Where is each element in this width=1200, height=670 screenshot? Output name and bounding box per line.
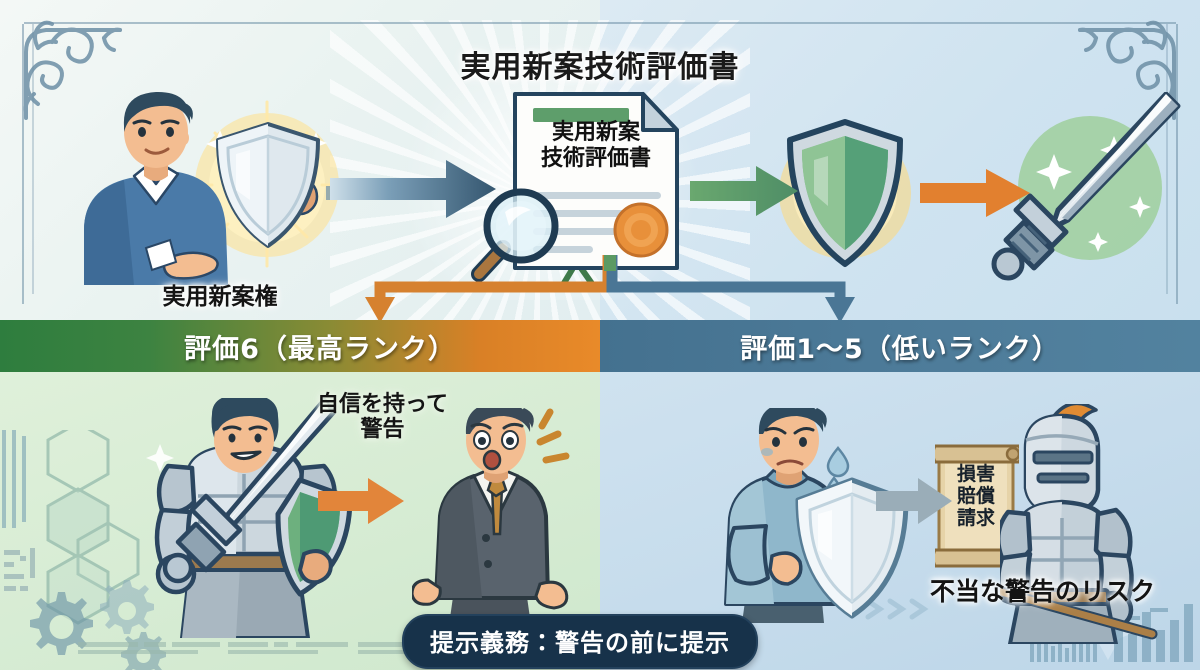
corner-flourish-icon [8, 6, 128, 126]
confident-warning-label: 自信を持って 警告 [295, 392, 470, 443]
gray-arrow-icon [876, 478, 954, 524]
utility-model-right-label: 実用新案権 [162, 284, 278, 310]
unfair-warning-risk-label: 不当な警告のリスク [930, 577, 1156, 606]
green-arrow-icon [690, 165, 800, 217]
document-title-line1: 実用新案 [551, 120, 640, 145]
corner-flourish-icon-right [1072, 6, 1192, 126]
chevron-decoration-right [862, 596, 942, 627]
frame-right-line [1176, 24, 1178, 304]
banner-rank-6-label: 評価6（最高ランク） [184, 333, 456, 365]
dark-blue-arrow-icon [330, 158, 500, 220]
banner-rank-1-5: 評価1〜5（低いランク） [600, 320, 1200, 372]
official-seal-icon [613, 202, 669, 258]
frame-right-line-inner [1166, 24, 1168, 294]
shocked-businessman-icon [412, 408, 612, 618]
frame-left-line-inner [32, 24, 34, 294]
damage-claim-scroll-icon: 損害 賠償 請求 [935, 440, 1019, 572]
armored-knight-icon [1000, 404, 1200, 644]
confident-warning-line1: 自信を持って [317, 392, 448, 417]
scroll-line-3: 請求 [956, 506, 995, 529]
worried-man-with-shield-icon [712, 408, 932, 623]
banner-rank-1-5-label: 評価1〜5（低いランク） [740, 333, 1060, 365]
person-with-shield-icon [60, 80, 360, 285]
page-title: 実用新案技術評価書 [460, 50, 740, 85]
green-shield-icon [770, 108, 920, 278]
scroll-line-1: 損害 [956, 463, 995, 485]
orange-arrow-icon-warning [318, 478, 406, 524]
banner-rank-6: 評価6（最高ランク） [0, 320, 600, 372]
orange-arrow-icon [920, 168, 1032, 218]
frame-left-line [22, 24, 24, 304]
duty-to-present-pill: 提示義務：警告の前に提示 [402, 614, 758, 669]
confident-warning-line2: 警告 [360, 417, 405, 443]
document-title-text: 実用新案 技術評価書 [521, 120, 671, 173]
scroll-text: 損害 賠償 請求 [943, 463, 1009, 530]
frame-top-line [24, 22, 1176, 24]
confident-knight-icon [128, 398, 408, 638]
branch-connector [340, 255, 880, 325]
document-title-line2: 技術評価書 [540, 146, 651, 172]
scroll-line-2: 賠償 [956, 484, 995, 507]
sword-icon [990, 92, 1190, 282]
